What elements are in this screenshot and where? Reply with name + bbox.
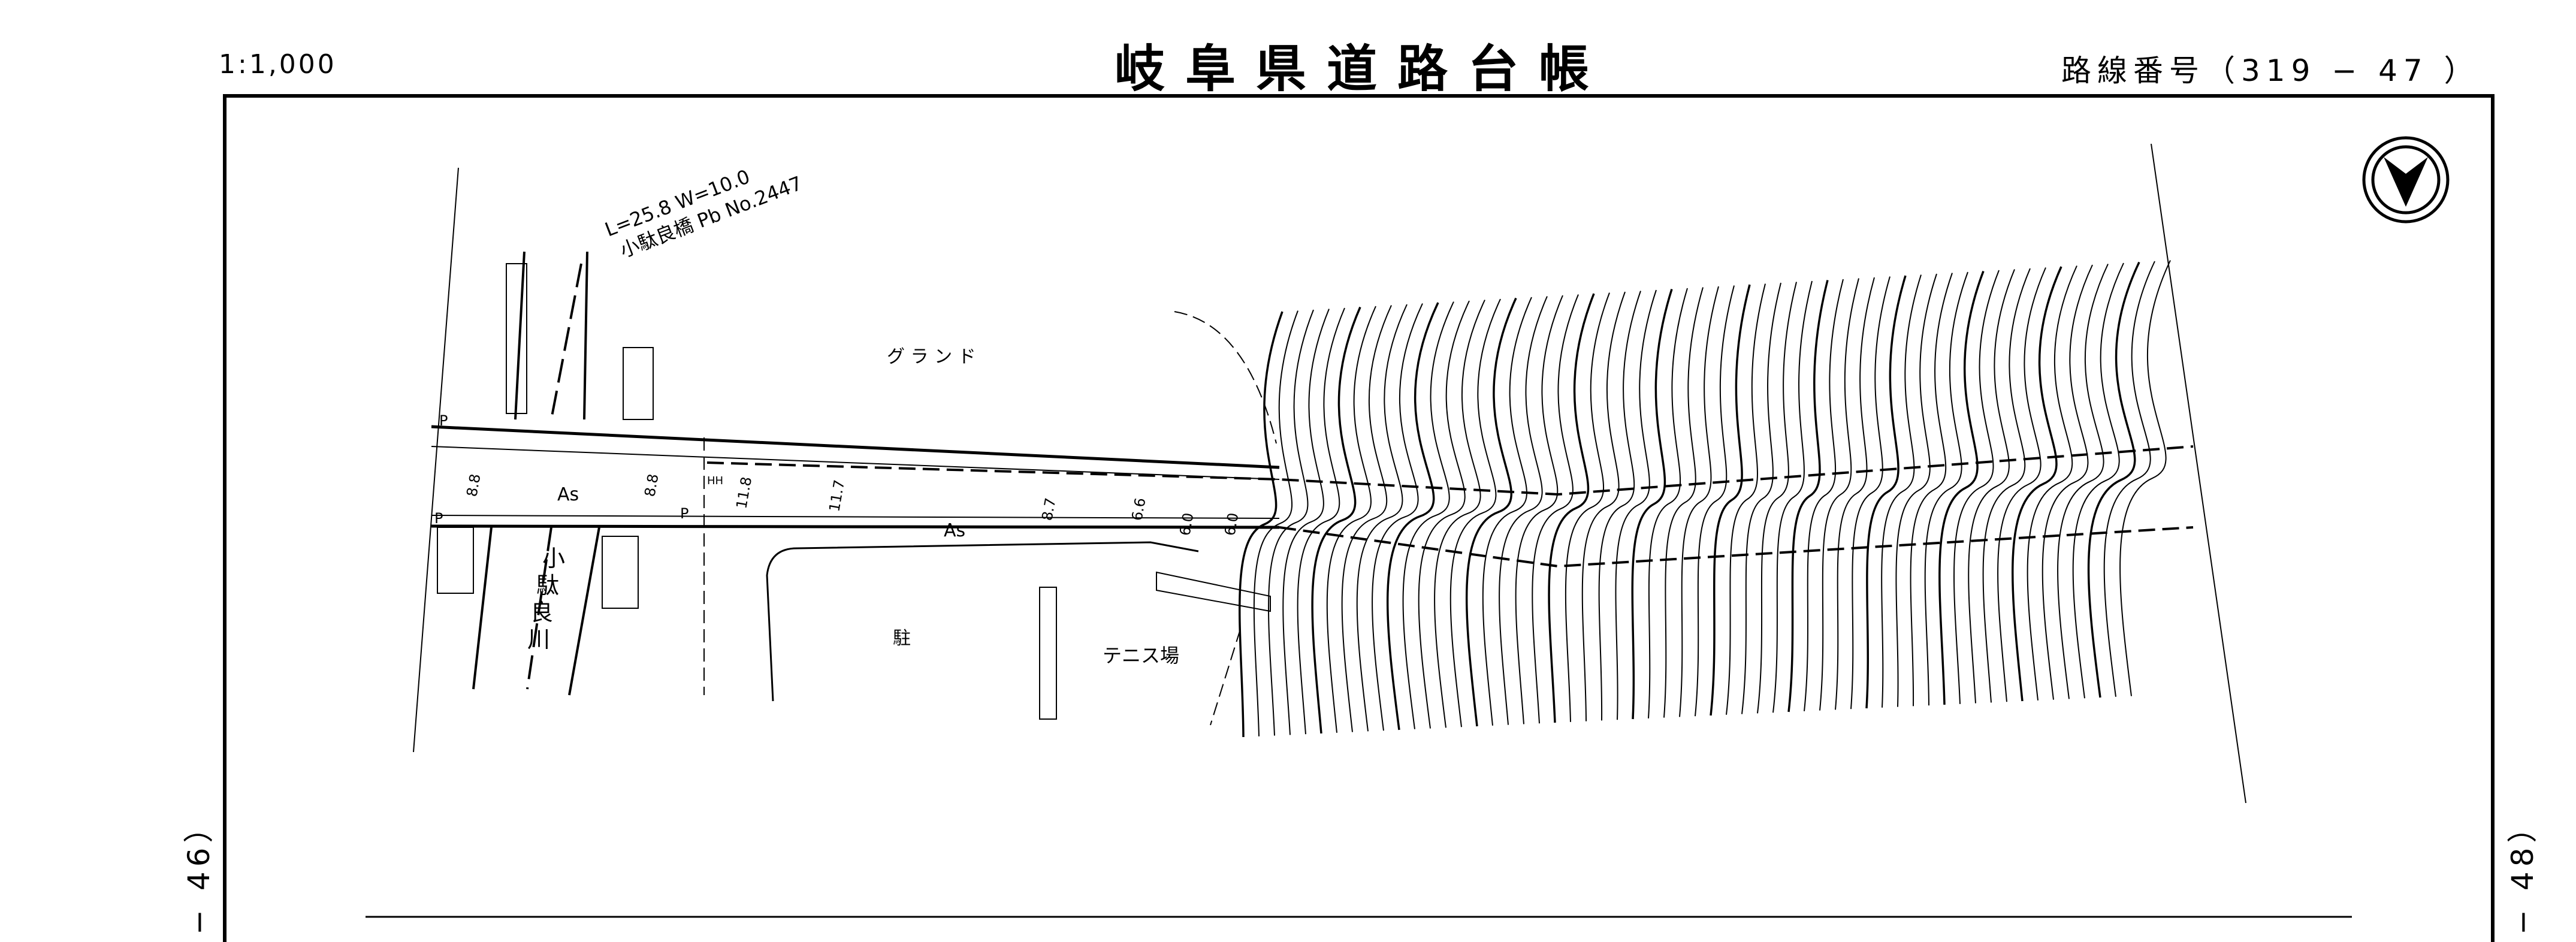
contour-line xyxy=(1253,310,1298,736)
contour-line xyxy=(2012,266,2062,702)
utility-pole-label: P xyxy=(434,510,443,527)
road-width-label: 8.8 xyxy=(641,473,662,498)
contour-line xyxy=(1268,309,1314,736)
contour-line xyxy=(1434,300,1485,728)
contour-line xyxy=(1982,268,2031,703)
contour-line xyxy=(1615,289,1657,720)
contour-line xyxy=(1710,284,1751,716)
contour-line xyxy=(1311,306,1361,734)
contour-line xyxy=(1997,267,2046,702)
road-width-label: 6.0 xyxy=(1176,512,1197,537)
contour-line xyxy=(1953,270,2000,704)
scale-label: 1:1,000 xyxy=(219,49,337,80)
tennis-court-label: テニス場 xyxy=(1103,644,1179,667)
contour-line xyxy=(2087,261,2140,698)
route-number: 路線番号（319 − 47 ） xyxy=(2061,53,2480,88)
road-width-label: 6.0 xyxy=(1221,512,1242,537)
contour-line xyxy=(1968,269,2015,704)
contour-line xyxy=(1297,307,1345,735)
sheet-boundary-left xyxy=(413,167,459,753)
contour-line xyxy=(1372,303,1423,731)
page-title: 岐阜県道路台帳 xyxy=(1115,40,1610,98)
contour-line xyxy=(1239,311,1284,738)
contour-line xyxy=(1581,291,1626,721)
river-banks xyxy=(472,251,600,696)
contour-line xyxy=(1695,285,1735,717)
contour-line xyxy=(1679,286,1719,717)
contour-line xyxy=(1356,304,1408,732)
road-width-label: 11.7 xyxy=(826,479,848,513)
road-surface-label: As xyxy=(557,484,579,505)
contour-line xyxy=(1881,274,1922,708)
contour-line xyxy=(2103,261,2155,697)
contour-line xyxy=(1850,276,1891,709)
contour-line xyxy=(1449,298,1501,727)
river-char-2: 駄 xyxy=(536,572,559,599)
contour-line xyxy=(1741,282,1781,714)
bridge-hatching xyxy=(437,263,1271,720)
contour-line xyxy=(1835,277,1875,710)
contour-line xyxy=(2057,264,2109,699)
contour-line xyxy=(1787,280,1829,712)
utility-pole-label: P xyxy=(439,412,448,429)
contour-line xyxy=(1326,306,1376,733)
ground-label: グ ラ ン ド xyxy=(887,346,976,367)
river-char-4: 川 xyxy=(527,626,550,653)
contour-line xyxy=(1938,270,1985,705)
contour-line xyxy=(1499,296,1548,725)
contour-line xyxy=(1726,283,1766,715)
river-char-3: 良 xyxy=(530,599,553,626)
road-surface-label: As xyxy=(944,520,965,541)
contour-line xyxy=(1532,294,1579,724)
contour-line xyxy=(1663,287,1704,718)
sheet-boundary-right xyxy=(2151,143,2246,804)
contour-line xyxy=(1282,309,1330,735)
contour-line xyxy=(1515,295,1563,724)
contour-line xyxy=(1341,305,1392,732)
lot-outlines xyxy=(703,311,1277,726)
handhole-label: HH xyxy=(707,475,723,487)
contour-line xyxy=(1565,292,1610,722)
road-centerlines xyxy=(706,445,2194,568)
contour-line xyxy=(1895,273,1937,707)
utility-pole-label: P xyxy=(680,505,688,522)
map-frame xyxy=(223,94,2495,942)
contour-line xyxy=(1402,301,1454,729)
contour-line xyxy=(1819,278,1859,711)
river-char-1: 小 xyxy=(542,545,565,572)
contour-line xyxy=(1772,280,1813,713)
contour-line xyxy=(2027,265,2077,701)
contour-lines xyxy=(1239,260,2171,738)
contour-line xyxy=(1648,288,1688,718)
parking-label: 駐 xyxy=(893,628,911,649)
road-edges xyxy=(431,425,1280,702)
contour-line xyxy=(1804,279,1844,711)
road-width-label: 8.7 xyxy=(1038,497,1059,522)
contour-line xyxy=(1482,297,1532,726)
contour-line xyxy=(1865,275,1907,709)
contour-line xyxy=(1465,297,1517,727)
contour-line xyxy=(2072,262,2124,699)
contour-line xyxy=(2119,260,2171,696)
contour-line xyxy=(1386,302,1439,730)
contour-line xyxy=(1548,293,1595,723)
contour-line xyxy=(1757,282,1797,714)
contour-line xyxy=(1910,273,1953,707)
road-width-label: 6.6 xyxy=(1128,497,1149,522)
contour-line xyxy=(2042,264,2093,700)
contour-line xyxy=(1418,300,1470,729)
road-width-label: 8.8 xyxy=(463,473,484,498)
contour-line xyxy=(1598,291,1641,721)
contour-line xyxy=(1631,288,1673,720)
contour-line xyxy=(1924,271,1968,706)
road-width-label: 11.8 xyxy=(733,476,755,510)
north-arrow-icon xyxy=(2362,136,2450,224)
